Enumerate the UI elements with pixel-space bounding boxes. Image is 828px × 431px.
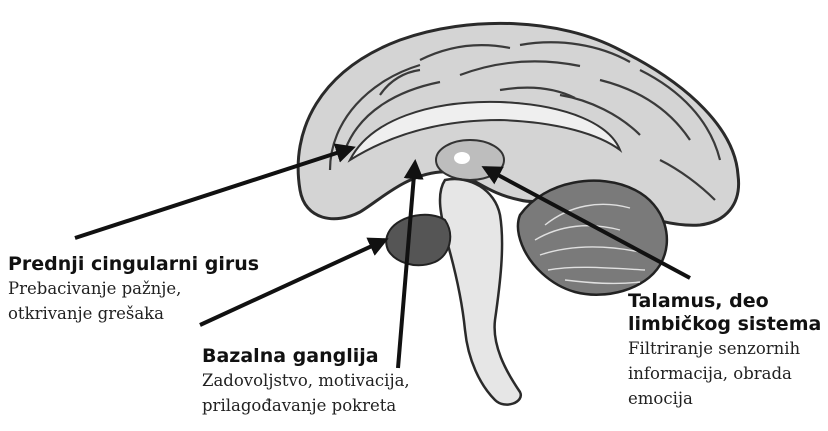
label-cingulate-gyrus: Prednji cingularni girus Prebacivanje pa…	[8, 253, 259, 326]
thalamus-title-line1: Talamus, deo	[628, 290, 821, 313]
label-basal-ganglia: Bazalna ganglija Zadovoljstvo, motivacij…	[202, 345, 410, 418]
thalamus-desc-line2: informacija, obrada	[628, 361, 821, 386]
thalamus-highlight	[454, 152, 470, 164]
thalamus-title-line2: limbičkog sistema	[628, 313, 821, 336]
cingulate-title: Prednji cingularni girus	[8, 253, 259, 276]
thalamus-desc-line3: emocija	[628, 386, 821, 411]
cingulate-desc-line2: otkrivanje grešaka	[8, 301, 259, 326]
basal-ganglia-desc-line2: prilagođavanje pokreta	[202, 393, 410, 418]
brainstem-shape	[440, 179, 521, 405]
label-thalamus: Talamus, deo limbičkog sistema Filtriran…	[628, 290, 821, 411]
cerebrum-shape	[298, 23, 738, 225]
basal-ganglia-title: Bazalna ganglija	[202, 345, 410, 368]
basal-ganglia-desc-line1: Zadovoljstvo, motivacija,	[202, 368, 410, 393]
cingulate-desc-line1: Prebacivanje pažnje,	[8, 276, 259, 301]
thalamus-desc-line1: Filtriranje senzornih	[628, 336, 821, 361]
temporal-lobe-shape	[386, 215, 450, 265]
